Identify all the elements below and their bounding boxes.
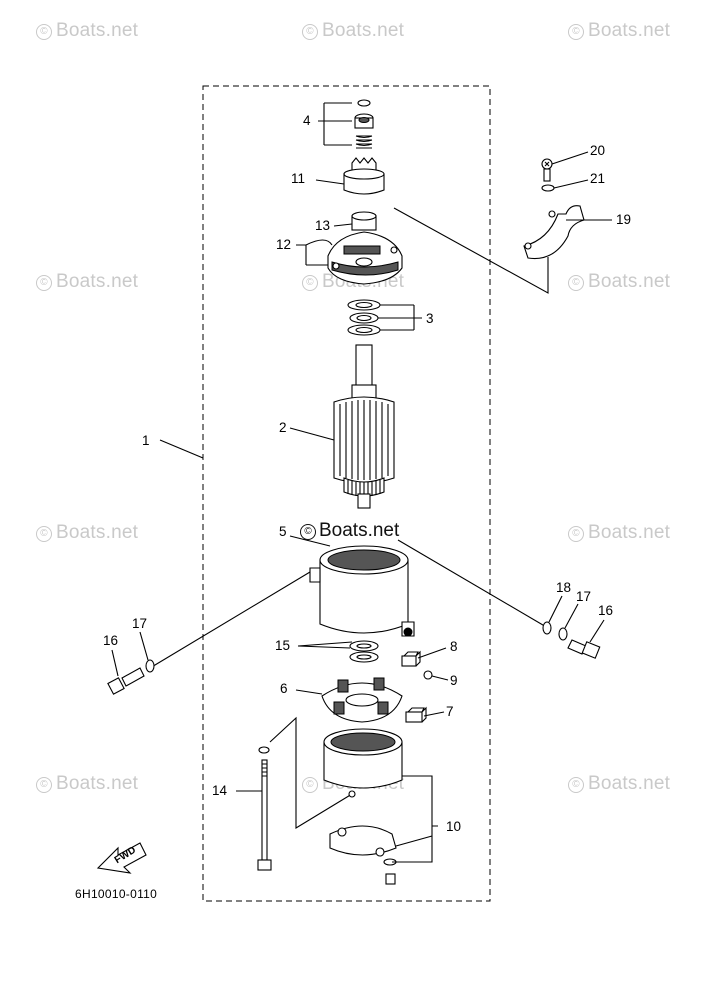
part-17-washer-left: [145, 659, 155, 673]
callout-12: 12: [276, 237, 292, 252]
leader-13: [333, 223, 353, 227]
part-2-armature: [333, 344, 395, 509]
drawing-code: 6H10010-0110: [75, 887, 158, 901]
leader-17-right: [564, 603, 579, 629]
leader-16-right: [589, 619, 605, 643]
watermark-low-left: ©Boats.net: [36, 522, 138, 544]
callout-4: 4: [303, 113, 311, 128]
callout-12-bracket: [296, 239, 333, 266]
part-4-pinion-stopper-set: [354, 99, 374, 149]
leader-5: [289, 535, 331, 547]
watermark-bottom-right: ©Boats.net: [568, 773, 670, 795]
leader-8: [417, 647, 447, 659]
watermark-mid-right: ©Boats.net: [568, 271, 670, 293]
callout-16-left: 16: [103, 633, 119, 648]
part-16-bolt-right: [567, 639, 601, 659]
watermark-top-right: ©Boats.net: [568, 20, 670, 42]
watermark-center-dark: ©Boats.net: [300, 520, 399, 542]
callout-21: 21: [590, 171, 606, 186]
watermark-low-right: ©Boats.net: [568, 522, 670, 544]
link-5-right: [397, 539, 549, 629]
leader-16-left: [111, 649, 119, 677]
link-5-left: [149, 571, 311, 669]
watermark-bottom-left: ©Boats.net: [36, 773, 138, 795]
leader-7: [423, 711, 445, 717]
part-13-bushing: [351, 211, 377, 231]
assembly-boundary: [202, 85, 491, 902]
callout-15: 15: [275, 638, 291, 653]
part-18-washer-right: [542, 621, 552, 635]
leader-1: [159, 439, 204, 459]
part-19-stay: [523, 205, 585, 260]
part-12-front-bracket: [327, 231, 403, 285]
callout-10-bracket: [392, 775, 438, 863]
callout-16-right: 16: [598, 603, 614, 618]
callout-9: 9: [450, 673, 458, 688]
callout-3-bracket: [378, 304, 422, 331]
leader-21: [553, 179, 589, 189]
part-10-rear-cover: [323, 728, 403, 885]
watermark-top-left: ©Boats.net: [36, 20, 138, 42]
callout-18: 18: [556, 580, 572, 595]
callout-5: 5: [279, 524, 287, 539]
callout-17-right: 17: [576, 589, 592, 604]
part-16-bolt-left: [107, 667, 145, 695]
leader-18: [548, 595, 563, 623]
part-17-washer-right: [558, 627, 568, 641]
part-21-washer: [541, 184, 555, 192]
leader-11: [315, 179, 345, 185]
callout-13: 13: [315, 218, 331, 233]
callout-19: 19: [616, 212, 632, 227]
callout-10: 10: [446, 819, 462, 834]
leader-20: [551, 151, 589, 165]
callout-7: 7: [446, 704, 454, 719]
callout-11: 11: [291, 171, 306, 186]
part-7-brush: [405, 706, 427, 723]
leader-6: [295, 689, 323, 695]
callout-1: 1: [142, 433, 150, 448]
callout-2: 2: [279, 420, 287, 435]
part-20-bolt: [541, 158, 553, 182]
watermark-top-center: ©Boats.net: [302, 20, 404, 42]
callout-20: 20: [590, 143, 606, 158]
callout-17-left: 17: [132, 616, 148, 631]
leader-2: [289, 427, 335, 441]
leader-17-left: [139, 631, 149, 661]
part-3-washers: [347, 299, 381, 336]
callout-8: 8: [450, 639, 458, 654]
part-11-pinion: [343, 157, 385, 195]
link-14-housing: [269, 716, 353, 829]
callout-14: 14: [212, 783, 228, 798]
leader-9: [431, 675, 449, 681]
callout-6: 6: [280, 681, 288, 696]
part-6-brush-holder: [321, 677, 403, 723]
leader-15: [297, 641, 353, 649]
callout-4-bracket: [318, 102, 352, 146]
callout-3: 3: [426, 311, 434, 326]
watermark-mid-left: ©Boats.net: [36, 271, 138, 293]
part-15-shims: [349, 640, 379, 663]
part-9-screw: [423, 670, 433, 680]
part-8-brush: [401, 650, 421, 667]
fwd-arrow-icon: [96, 842, 147, 874]
link-12-19: [393, 207, 549, 294]
part-5-yoke: [309, 545, 415, 637]
part-14-through-bolt: [257, 746, 272, 871]
